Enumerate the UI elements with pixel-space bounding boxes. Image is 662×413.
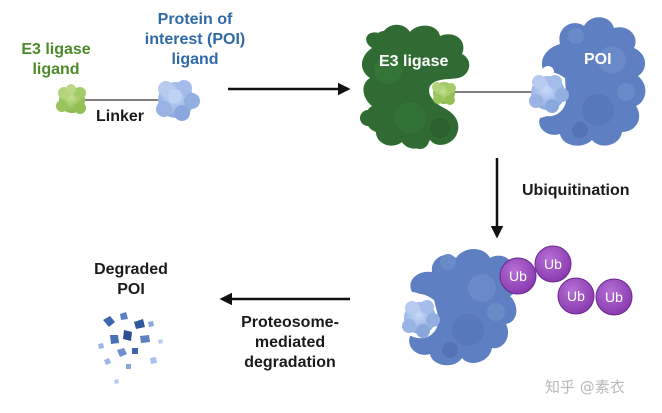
proteosome-degradation-label: Proteosome- mediated degradation (225, 313, 355, 373)
proteosome-line-2: mediated (254, 334, 326, 351)
protac-molecule (56, 80, 200, 121)
proteosome-line-3: degradation (244, 354, 336, 371)
ub-bead-4 (595, 278, 633, 316)
ub-label-1: Ub (509, 268, 527, 284)
proteosome-line-1: Proteosome- (241, 314, 339, 331)
ubiquitin-chain (499, 245, 633, 316)
e3-ligase-protein (360, 24, 470, 149)
watermark: 知乎 @素衣 (545, 378, 625, 396)
poi-ligand-line-1: Protein of (157, 11, 233, 28)
degraded-poi-line-1: Degraded (94, 261, 168, 278)
linker-label: Linker (96, 108, 145, 125)
poi-ligand-line-2: interest (POI) (144, 31, 246, 48)
poi-ligand-label: Protein of interest (POI) ligand (128, 10, 262, 70)
complex-e3-ligand-blob (432, 82, 456, 105)
e3-ligase-label: E3 ligase (379, 53, 449, 70)
e3-ligase-ligand-line-1: E3 ligase (21, 41, 91, 58)
ubiquitination-label: Ubiquitination (522, 182, 630, 199)
ub-label-3: Ub (567, 288, 585, 304)
degraded-fragments (98, 312, 163, 384)
e3-ligase-ligand-line-2: ligand (32, 61, 80, 78)
ub-bead-3 (557, 277, 595, 315)
poi-ligand-line-3: ligand (171, 51, 219, 68)
ub-label-2: Ub (544, 256, 562, 272)
poi-ligand-blob (156, 80, 200, 121)
degraded-poi-line-2: POI (117, 281, 145, 298)
ub-label-4: Ub (605, 289, 623, 305)
e3-ligase-ligand-blob (56, 84, 86, 114)
e3-ligase-ligand-label: E3 ligase ligand (12, 40, 100, 80)
bound-ligand-blob (402, 300, 440, 338)
degraded-poi-label: Degraded POI (84, 260, 178, 300)
ub-bead-1 (499, 257, 537, 295)
complex-poi-ligand-blob (529, 75, 569, 113)
ub-bead-2 (534, 245, 572, 283)
poi-label: POI (584, 51, 612, 68)
